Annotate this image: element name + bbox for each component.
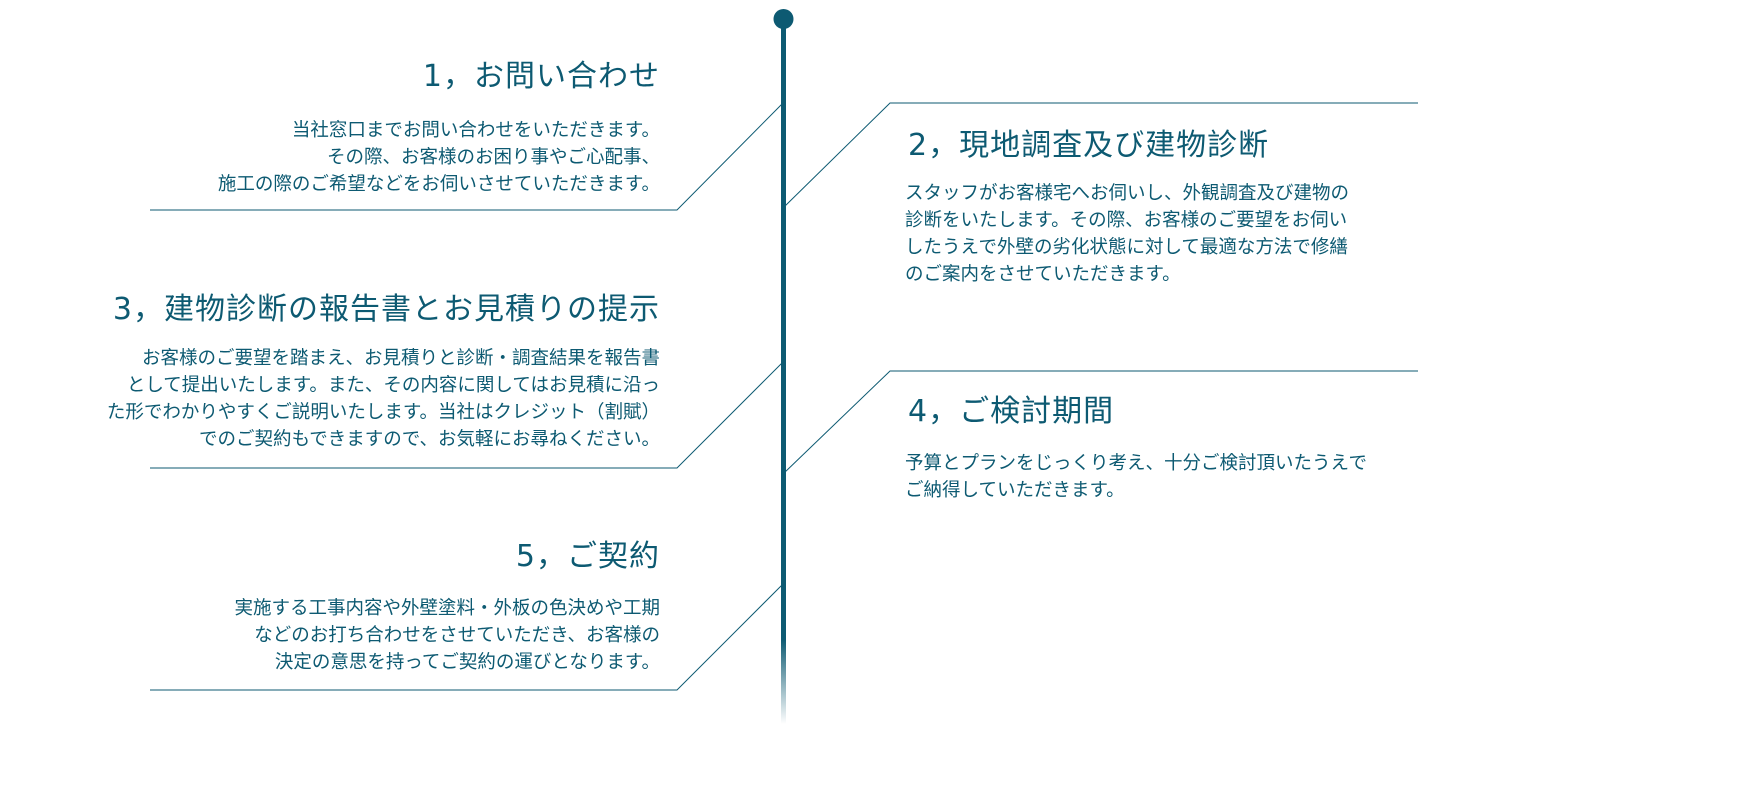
text-line: 診断をいたします。その際、お客様のご要望をお伺い (905, 210, 1348, 231)
text-line: ご納得していただきます。 (905, 480, 1125, 501)
text-line: のご案内をさせていただきます。 (905, 264, 1181, 285)
text-line: 決定の意思を持ってご契約の運びとなります。 (274, 652, 660, 673)
text-line: でのご契約もできますので、お気軽にお尋ねください。 (198, 429, 660, 450)
timeline-start-dot (773, 9, 794, 29)
step-4-title: 4，ご検討期間 (908, 394, 1115, 429)
text-line: したうえで外壁の劣化状態に対して最適な方法で修繕 (905, 237, 1348, 258)
connector-step-5 (150, 583, 784, 691)
text-line: 施工の際のご希望などをお伺いさせていただきます。 (217, 174, 660, 195)
connector-step-3 (150, 361, 784, 469)
text-line: スタッフがお客様宅へお伺いし、外観調査及び建物の (905, 183, 1350, 204)
step-3-description: お客様のご要望を踏まえ、お見積りと診断・調査結果を報告書 として提出いたします。… (107, 345, 660, 453)
step-1-description: 当社窓口までお問い合わせをいただきます。 その際、お客様のお困り事やご心配事、 … (218, 117, 660, 198)
connector-step-4 (782, 370, 1418, 475)
step-5-title: 5，ご契約 (515, 539, 660, 574)
step-2-title: 2，現地調査及び建物診断 (908, 128, 1270, 163)
step-1-title: 1，お問い合わせ (422, 59, 660, 94)
connector-step-1 (150, 102, 784, 211)
text-line: として提出いたします。また、その内容に関してはお見積に沿っ (126, 375, 660, 396)
step-3-title: 3，建物診断の報告書とお見積りの提示 (112, 292, 660, 327)
text-line: 予算とプランをじっくり考え、十分ご検討頂いたうえで (905, 453, 1367, 474)
step-5-description: 実施する工事内容や外壁塗料・外板の色決めや工期 などのお打ち合わせをさせていただ… (234, 595, 660, 676)
text-line: た形でわかりやすくご説明いたします。当社はクレジット（割賦） (106, 402, 660, 423)
text-line: その際、お客様のお困り事やご心配事、 (326, 147, 660, 168)
step-2-description: スタッフがお客様宅へお伺いし、外観調査及び建物の 診断をいたします。その際、お客… (905, 180, 1349, 288)
connector-step-2 (782, 102, 1418, 209)
text-line: 当社窓口までお問い合わせをいただきます。 (291, 120, 660, 141)
step-4-description: 予算とプランをじっくり考え、十分ご検討頂いたうえで ご納得していただきます。 (905, 450, 1367, 504)
timeline-axis (781, 19, 786, 724)
text-line: 実施する工事内容や外壁塗料・外板の色決めや工期 (234, 598, 660, 619)
text-line: などのお打ち合わせをさせていただき、お客様の (254, 625, 660, 646)
text-line: お客様のご要望を踏まえ、お見積りと診断・調査結果を報告書 (141, 348, 660, 369)
